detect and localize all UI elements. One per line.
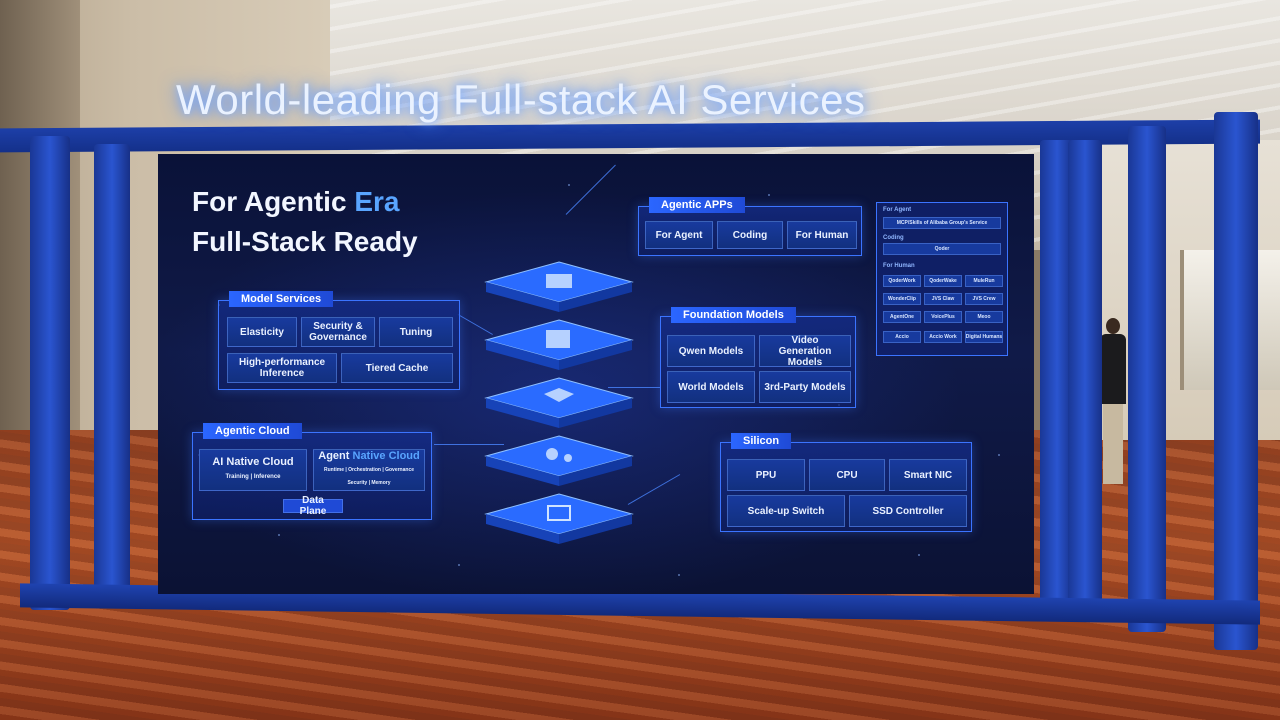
stack-layer-models (484, 376, 634, 430)
model-services-tab: Model Services (229, 291, 334, 307)
agent-native-cloud: Agent Native Cloud Runtime | Orchestrati… (313, 449, 425, 491)
foundation-models-tab: Foundation Models (671, 307, 796, 323)
chip-icon (484, 493, 634, 544)
silicon-tab: Silicon (731, 433, 792, 449)
booth-pillar (30, 136, 70, 610)
agentic-apps-panel: Agentic APPs For Agent Coding For Human (638, 197, 862, 256)
svc-elasticity: Elasticity (227, 317, 297, 347)
silicon-ppu: PPU (727, 459, 805, 491)
ai-native-cloud-sub: Training | Inference (225, 474, 281, 480)
visitor-figure (1100, 318, 1126, 488)
agent-native-cloud-label: Agent Native Cloud (318, 451, 419, 462)
silicon-smart-nic: Smart NIC (889, 459, 967, 491)
stack-layer-services (484, 318, 634, 372)
agent-native-cloud-sub1: Runtime | Orchestration | Governance (323, 467, 415, 473)
detail-human-item: VoicePlus (924, 311, 962, 323)
detail-human-item: Meoo (965, 311, 1003, 323)
title-line1: For Agentic (192, 186, 355, 217)
svc-security-governance: Security & Governance (301, 317, 375, 347)
app-coding: Coding (717, 221, 783, 249)
visitor-head (1106, 318, 1120, 334)
detail-human-item: JVS Crew (965, 293, 1003, 305)
screen-title: For Agentic Era Full-Stack Ready (192, 182, 492, 262)
svc-tuning: Tuning (379, 317, 453, 347)
detail-for-human-label: For Human (883, 263, 915, 269)
stack-layer-silicon (484, 492, 634, 546)
svc-high-performance-inference: High-performance Inference (227, 353, 337, 383)
detail-human-item: MuleRun (965, 275, 1003, 287)
silicon-cpu: CPU (809, 459, 885, 491)
booth-pillar (94, 144, 130, 600)
detail-human-item: AgentOne (883, 311, 921, 323)
detail-human-item: Accio Work (924, 331, 962, 343)
silicon-scale-up-switch: Scale-up Switch (727, 495, 845, 527)
detail-for-agent-label: For Agent (883, 207, 912, 213)
stack-layer-apps (484, 260, 634, 314)
agentic-cloud-panel: Agentic Cloud AI Native Cloud Training |… (192, 423, 432, 520)
ai-native-cloud: AI Native Cloud Training | Inference (199, 449, 307, 491)
model-services-panel: Model Services Elasticity Security & Gov… (218, 291, 460, 390)
agent-native-cloud-sub2: Security | Memory (347, 480, 391, 486)
title-accent-word: Era (354, 186, 400, 217)
ai-native-cloud-label: AI Native Cloud (212, 456, 294, 468)
stack-layer-cloud (484, 434, 634, 488)
agentic-cloud-tab: Agentic Cloud (203, 423, 302, 439)
booth-pillar (1214, 112, 1258, 650)
box-icon (484, 377, 634, 428)
detail-human-item: JVS Claw (924, 293, 962, 305)
connector-line (434, 444, 504, 445)
detail-for-agent-item: MCP/Skills of Alibaba Group's Service (883, 217, 1001, 229)
led-screen: For Agentic Era Full-Stack Ready Agentic… (158, 154, 1034, 594)
detail-human-item: QoderWake (924, 275, 962, 287)
app-for-human: For Human (787, 221, 857, 249)
booth-pillar (1068, 140, 1102, 620)
detail-human-item: WonderClip (883, 293, 921, 305)
visitor-torso (1100, 334, 1126, 404)
foundation-models-panel: Foundation Models Qwen Models Video Gene… (660, 307, 856, 408)
agent-native-word-2: Native Cloud (352, 450, 420, 462)
document-icon (484, 319, 634, 370)
connector-line (608, 387, 660, 388)
agentic-apps-tab: Agentic APPs (649, 197, 745, 213)
connector-line (627, 474, 681, 505)
cubes-icon (484, 261, 634, 312)
detail-human-item: Accio (883, 331, 921, 343)
visitor-legs (1103, 404, 1123, 484)
agentic-apps-detail-panel: For Agent MCP/Skills of Alibaba Group's … (876, 202, 1008, 356)
detail-human-item: QoderWork (883, 275, 921, 287)
model-3rd-party: 3rd-Party Models (759, 371, 851, 403)
silicon-panel: Silicon PPU CPU Smart NIC Scale-up Switc… (720, 433, 972, 532)
data-plane: Data Plane (283, 495, 343, 517)
booth-headline: World-leading Full-stack AI Services (176, 76, 866, 123)
booth-pillar (1128, 126, 1166, 632)
network-icon (484, 435, 634, 486)
title-line2: Full-Stack Ready (192, 226, 418, 257)
detail-human-item: Digital Humans (965, 331, 1003, 343)
agent-native-word-1: Agent (318, 450, 353, 462)
connector-line (565, 164, 616, 215)
svc-tiered-cache: Tiered Cache (341, 353, 453, 383)
detail-coding-label: Coding (883, 235, 904, 241)
silicon-ssd-controller: SSD Controller (849, 495, 967, 527)
detail-coding-item: Qoder (883, 243, 1001, 255)
model-world: World Models (667, 371, 755, 403)
model-qwen: Qwen Models (667, 335, 755, 367)
app-for-agent: For Agent (645, 221, 713, 249)
model-video-generation: Video Generation Models (759, 335, 851, 368)
